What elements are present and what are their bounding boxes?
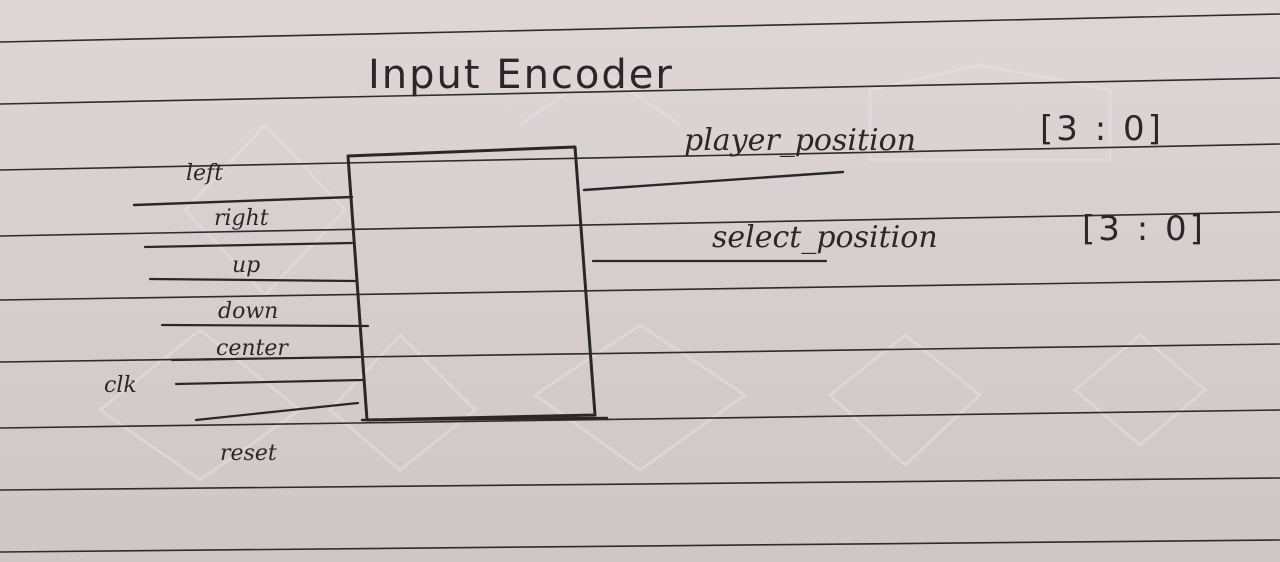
- input-label-clk: clk: [104, 373, 137, 398]
- input-label-up: up: [232, 253, 260, 278]
- wire-down: [160, 323, 370, 328]
- input-wires: [132, 195, 370, 422]
- wire-right: [143, 241, 354, 249]
- diagram-title: Input Encoder: [368, 52, 674, 98]
- input-label-reset: reset: [220, 441, 277, 466]
- input-label-down: down: [218, 299, 278, 324]
- output-width-select-position: [3 : 0]: [1082, 209, 1206, 249]
- wire-clk: [174, 378, 364, 386]
- paper-texture: [97, 63, 1208, 482]
- wire-center: [170, 355, 362, 362]
- module-block-base: [360, 416, 609, 422]
- output-label-select-position: select_position: [712, 220, 938, 255]
- input-label-right: right: [214, 206, 269, 231]
- output-label-player-position: player_position: [684, 123, 916, 158]
- wire-left: [132, 195, 354, 207]
- wire-player-position: [582, 170, 845, 192]
- wire-up: [148, 277, 357, 283]
- input-label-left: left: [186, 161, 223, 186]
- wire-reset: [194, 401, 360, 422]
- output-width-player-position: [3 : 0]: [1040, 109, 1164, 149]
- input-label-center: center: [216, 336, 289, 361]
- module-block: [346, 145, 597, 422]
- output-wires: [582, 170, 845, 263]
